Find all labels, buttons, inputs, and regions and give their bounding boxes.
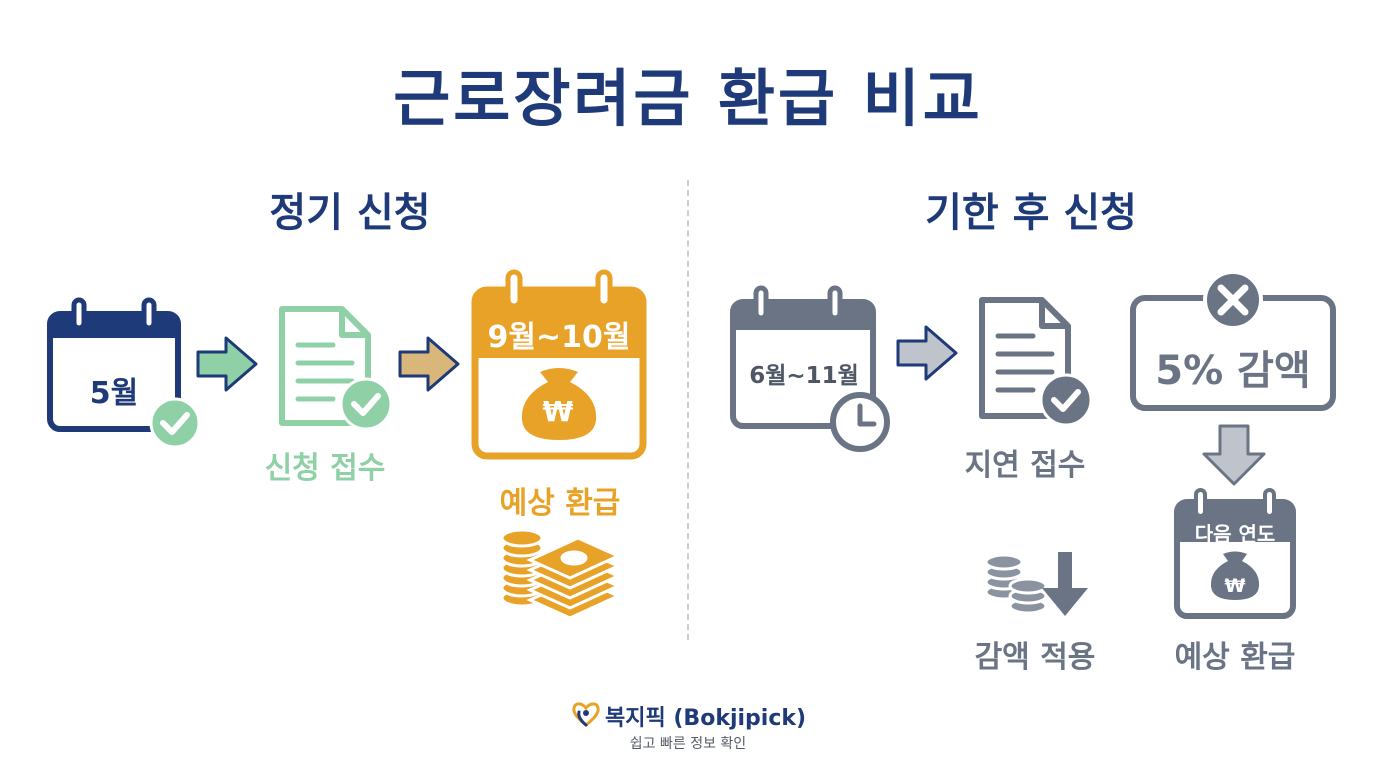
late-heading: 기한 후 신청 — [925, 190, 1137, 236]
section-divider — [687, 180, 689, 640]
refund-period: 9월~10월 — [487, 320, 631, 355]
refund-label: 예상 환급 — [499, 486, 621, 521]
arrow-right-icon — [896, 325, 958, 381]
brand-name: 복지픽 (Bokjipick) — [605, 706, 807, 731]
regular-month: 5월 — [89, 376, 139, 411]
regular-heading: 정기 신청 — [269, 190, 431, 236]
brand-heart-icon — [572, 702, 600, 727]
late-heading-wrap: 기한 후 신청 — [910, 180, 1152, 240]
next-year-calendar-icon — [1174, 488, 1296, 619]
arrow-right-icon — [398, 336, 460, 392]
check-icon — [339, 377, 393, 431]
late-submit-label: 지연 접수 — [964, 448, 1086, 483]
won-icon: ₩ — [1224, 575, 1246, 597]
reduction-label: 감액 적용 — [974, 640, 1096, 675]
money-stack-icon — [500, 528, 622, 620]
regular-heading-wrap: 정기 신청 — [255, 180, 445, 240]
refund-calendar-icon — [471, 269, 647, 460]
check-icon — [1039, 373, 1093, 427]
late-calendar-icon — [730, 285, 876, 429]
reduction-box — [1130, 270, 1336, 411]
reduction-text: 5% 감액 — [1155, 348, 1311, 394]
late-refund-label: 예상 환급 — [1174, 640, 1296, 675]
won-icon: ₩ — [542, 395, 574, 428]
page-title: 근로장려금 환급 비교 — [393, 62, 983, 135]
submit-label: 신청 접수 — [264, 451, 386, 486]
arrow-right-icon — [196, 336, 258, 392]
next-year-label: 다음 연도 — [1194, 522, 1276, 546]
brand-tagline: 쉽고 빠른 정보 확인 — [629, 736, 747, 752]
late-month: 6월~11월 — [749, 363, 859, 389]
check-icon — [149, 397, 201, 449]
arrow-down-icon — [1202, 424, 1266, 486]
coins-decrease-icon — [984, 552, 1088, 616]
clock-icon — [830, 392, 890, 452]
calendar-icon — [47, 297, 181, 432]
